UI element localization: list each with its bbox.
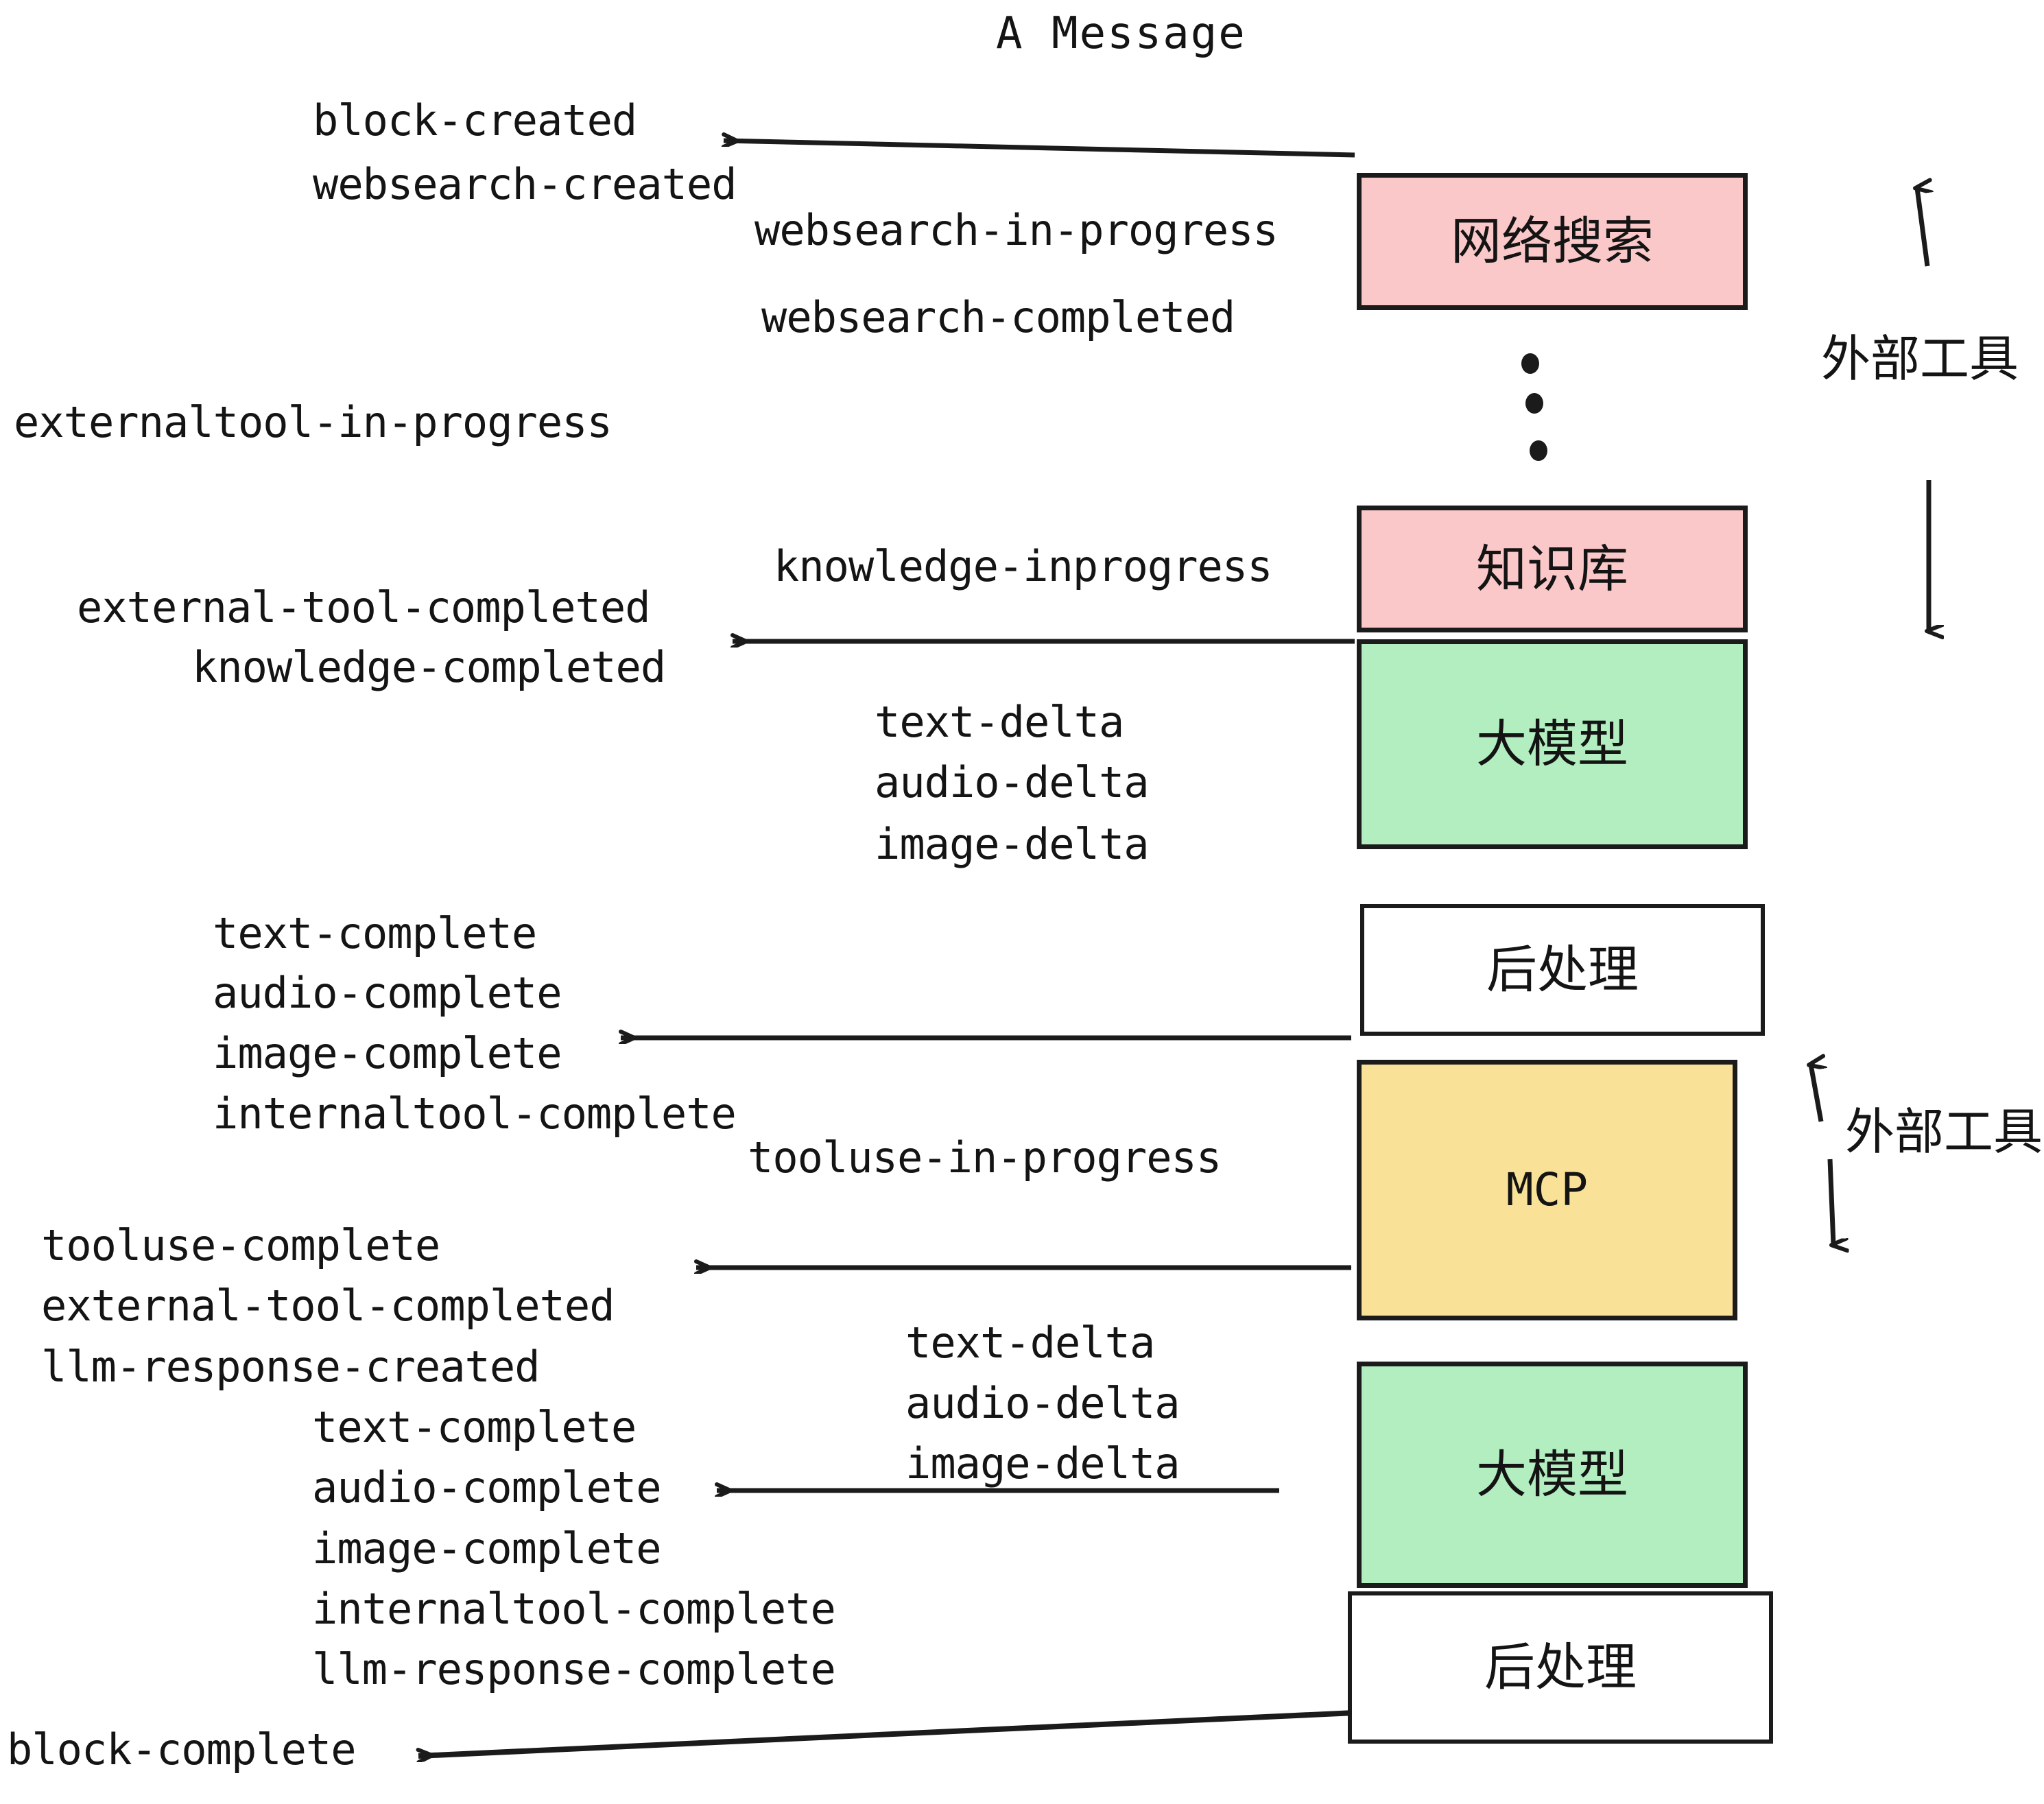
event-image-delta-1: image-delta	[875, 819, 1150, 869]
event-internaltool-complete-2: internaltool-complete	[312, 1584, 836, 1634]
event-knowledge-completed: knowledge-completed	[192, 642, 666, 692]
event-block-complete: block-complete	[7, 1724, 357, 1775]
event-internaltool-complete-1: internaltool-complete	[213, 1089, 737, 1139]
node-llm-1-label: 大模型	[1476, 715, 1628, 774]
node-websearch[interactable]: 网络搜索	[1357, 173, 1748, 310]
node-websearch-label: 网络搜索	[1451, 212, 1654, 271]
page-title: A Message	[996, 8, 1246, 59]
event-image-complete-1: image-complete	[213, 1028, 562, 1078]
event-text-delta-2: text-delta	[905, 1318, 1155, 1368]
arrow-external-tools-bottom-down	[1827, 1159, 1833, 1245]
event-text-delta-1: text-delta	[875, 697, 1124, 747]
event-text-complete-1: text-complete	[213, 908, 537, 958]
node-post-1-label: 后处理	[1486, 940, 1639, 999]
side-label-external-tools-top: 外部工具	[1821, 330, 2019, 388]
node-llm-2[interactable]: 大模型	[1357, 1362, 1748, 1588]
node-post-2[interactable]: 后处理	[1348, 1591, 1773, 1744]
event-tooluse-in-progress: tooluse-in-progress	[748, 1132, 1222, 1183]
node-post-1[interactable]: 后处理	[1360, 904, 1765, 1036]
arrow-websearch-to-block-created	[724, 141, 1355, 158]
node-mcp-label: MCP	[1506, 1163, 1589, 1216]
event-llm-response-complete: llm-response-complete	[312, 1644, 836, 1694]
node-knowledge[interactable]: 知识库	[1357, 506, 1748, 632]
side-label-external-tools-bottom: 外部工具	[1845, 1103, 2043, 1161]
event-block-created: block-created	[313, 95, 637, 145]
event-audio-complete-1: audio-complete	[213, 968, 562, 1018]
event-image-complete-2: image-complete	[312, 1523, 662, 1574]
event-external-tool-completed-1: external-tool-completed	[77, 582, 651, 632]
event-text-complete-2: text-complete	[312, 1402, 637, 1452]
event-image-delta-2: image-delta	[905, 1438, 1180, 1488]
arrow-external-tools-top-up	[1917, 188, 1927, 267]
node-llm-1[interactable]: 大模型	[1357, 639, 1748, 849]
event-audio-complete-2: audio-complete	[312, 1462, 662, 1512]
event-websearch-completed: websearch-completed	[761, 292, 1235, 342]
event-external-tool-completed-2: external-tool-completed	[41, 1281, 615, 1331]
node-post-2-label: 后处理	[1484, 1638, 1637, 1697]
event-audio-delta-2: audio-delta	[905, 1378, 1180, 1428]
event-websearch-created: websearch-created	[313, 159, 737, 209]
event-tooluse-complete: tooluse-complete	[41, 1220, 440, 1270]
ellipsis-dot-2	[1525, 393, 1543, 414]
node-llm-2-label: 大模型	[1476, 1445, 1628, 1504]
node-knowledge-label: 知识库	[1476, 539, 1628, 599]
event-websearch-in-progress: websearch-in-progress	[754, 205, 1279, 255]
node-mcp[interactable]: MCP	[1357, 1060, 1737, 1320]
ellipsis-dot-3	[1530, 440, 1547, 461]
arrow-external-tools-bottom-up	[1811, 1065, 1821, 1122]
ellipsis-dot-1	[1521, 353, 1539, 374]
arrow-post2-to-block-complete	[418, 1710, 1355, 1756]
event-llm-response-created: llm-response-created	[41, 1342, 540, 1392]
event-knowledge-inprogress: knowledge-inprogress	[774, 541, 1273, 591]
event-externaltool-in-progress: externaltool-in-progress	[14, 397, 613, 447]
event-audio-delta-1: audio-delta	[875, 757, 1150, 807]
